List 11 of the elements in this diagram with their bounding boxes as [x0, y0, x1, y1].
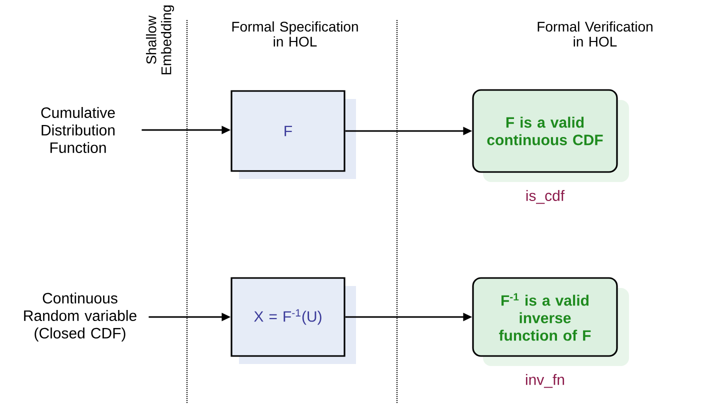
- function-name: is_cdf: [526, 190, 565, 204]
- column-heading: Formal Specification in HOL: [232, 21, 358, 47]
- input-label: Continuous Random variable (Closed CDF): [24, 292, 136, 342]
- specification-box: X = F$^{-1}$(U): [230, 277, 356, 364]
- verification-box: F$^{-1}$ is a valid inverse function of F: [472, 277, 629, 366]
- function-name: inv_fn: [526, 374, 564, 388]
- input-label: Cumulative Distribution Function: [41, 107, 115, 153]
- column-heading: Shallow Embedding: [146, 6, 174, 74]
- specification-box: F: [230, 90, 356, 179]
- column-heading: Formal Verification in HOL: [538, 21, 652, 47]
- verification-box: F is a valid continuous CDF: [472, 89, 629, 182]
